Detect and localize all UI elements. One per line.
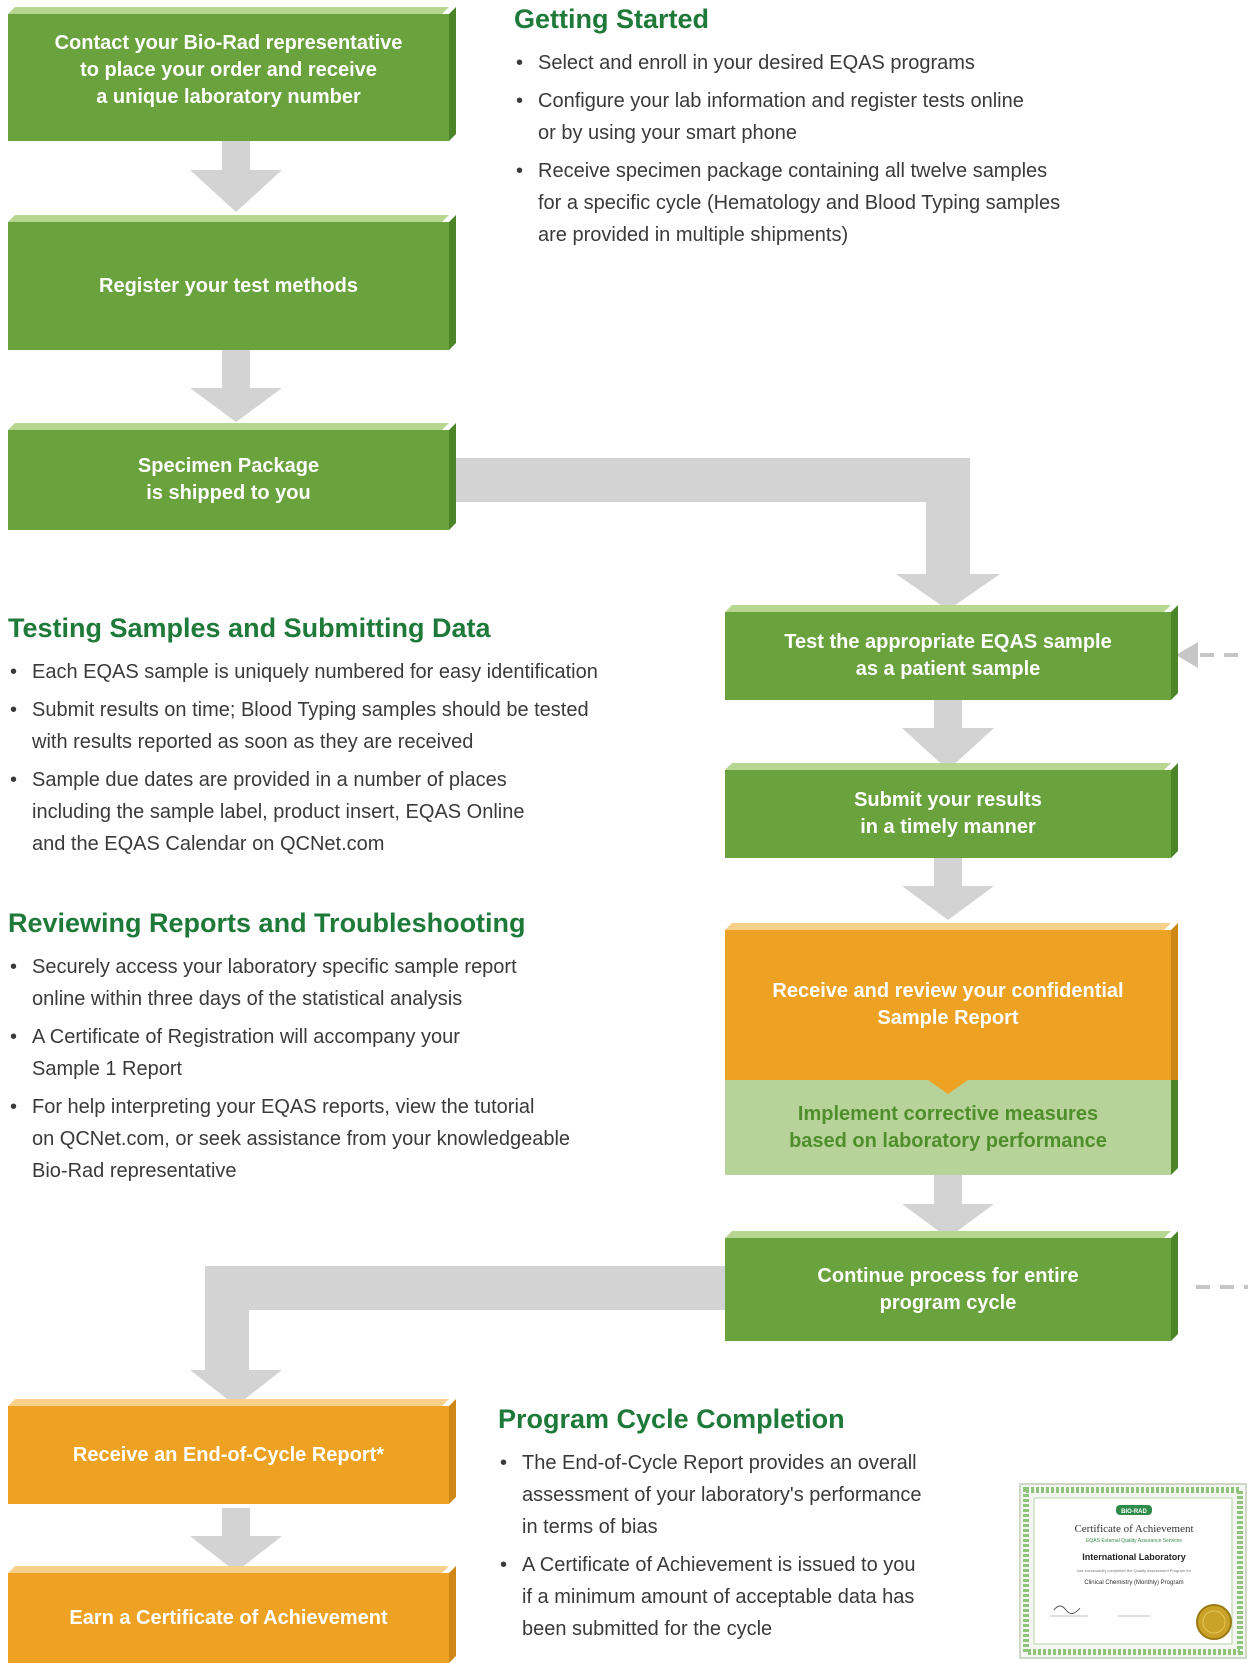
step-review-report: Receive and review your confidential Sam… (725, 923, 1178, 1175)
bullet-list: Select and enroll in your desired EQAS p… (514, 47, 1234, 251)
step-certificate-label: Earn a Certificate of Achievement (69, 1606, 388, 1629)
cert-program: Clinical Chemistry (Monthly) Program (1084, 1580, 1183, 1586)
step-register-label: Register your test methods (99, 274, 358, 297)
step-earn-certificate: Earn a Certificate of Achievement (8, 1573, 449, 1663)
step-end-report-label: Receive an End-of-Cycle Report* (72, 1443, 385, 1466)
loop-arrowhead (1176, 642, 1198, 668)
bullet-list: The End-of-Cycle Report provides an over… (498, 1447, 1018, 1645)
section-reviewing-reports: Reviewing Reports and Troubleshooting Se… (8, 907, 708, 1193)
bullet-list: Each EQAS sample is uniquely numbered fo… (8, 656, 708, 860)
step-register-methods: Register your test methods (8, 222, 449, 350)
list-item: Submit results on time; Blood Typing sam… (8, 694, 708, 758)
elbow-connector-specimen-to-test (455, 458, 1000, 610)
step-test-sample: Test the appropriate EQAS sample as a pa… (725, 612, 1171, 700)
list-item: Configure your lab information and regis… (514, 85, 1234, 149)
step-submit-label: Submit your results in a timely manner (854, 789, 1042, 838)
list-item: A Certificate of Registration will accom… (8, 1021, 708, 1085)
cert-subheading: EQAS External Quality Assurance Services (1086, 1538, 1182, 1544)
step-specimen-label: Specimen Package is shipped to you (137, 455, 320, 504)
list-item: Receive specimen package containing all … (514, 155, 1234, 251)
step-receive-report: Receive and review your confidential Sam… (725, 930, 1171, 1080)
list-item: A Certificate of Achievement is issued t… (498, 1549, 1018, 1645)
list-item: Sample due dates are provided in a numbe… (8, 764, 708, 860)
arrow-down-2 (190, 350, 282, 422)
list-item: The End-of-Cycle Report provides an over… (498, 1447, 1018, 1543)
bullet-list: Securely access your laboratory specific… (8, 951, 708, 1187)
section-program-completion: Program Cycle Completion The End-of-Cycl… (498, 1403, 1018, 1651)
certificate-image: BIO-RAD Certificate of Achievement EQAS … (1019, 1483, 1247, 1659)
arrow-down-6 (190, 1508, 282, 1572)
list-item: Securely access your laboratory specific… (8, 951, 708, 1015)
step-implement-label: Implement corrective measures based on l… (789, 1102, 1107, 1152)
dashed-loop-lines (1196, 653, 1248, 1289)
list-item: Each EQAS sample is uniquely numbered fo… (8, 656, 708, 688)
arrow-down-4 (902, 858, 994, 920)
step-specimen-shipped: Specimen Package is shipped to you (8, 430, 449, 530)
step-test-label: Test the appropriate EQAS sample as a pa… (784, 631, 1112, 680)
cert-badge: BIO-RAD (1121, 1509, 1147, 1515)
step-continue-cycle: Continue process for entire program cycl… (725, 1238, 1171, 1341)
cert-heading: Certificate of Achievement (1074, 1523, 1193, 1535)
list-item: Select and enroll in your desired EQAS p… (514, 47, 1234, 79)
section-title: Program Cycle Completion (498, 1404, 845, 1434)
arrow-down-5 (902, 1175, 994, 1238)
step-continue-label: Continue process for entire program cycl… (817, 1264, 1079, 1314)
step-contact-label: Contact your Bio-Rad representative to p… (54, 32, 403, 108)
section-getting-started: Getting Started Select and enroll in you… (514, 3, 1234, 257)
callout-notch (928, 1080, 968, 1094)
list-item: For help interpreting your EQAS reports,… (8, 1091, 708, 1187)
section-title: Testing Samples and Submitting Data (8, 613, 491, 643)
step-submit-results: Submit your results in a timely manner (725, 770, 1171, 858)
section-testing-samples: Testing Samples and Submitting Data Each… (8, 612, 708, 866)
elbow-connector-continue-to-end (190, 1266, 725, 1406)
step-end-of-cycle-report: Receive an End-of-Cycle Report* (8, 1406, 449, 1504)
section-title: Reviewing Reports and Troubleshooting (8, 908, 526, 938)
cert-line: has successfully completed the Quality A… (1077, 1568, 1191, 1573)
arrow-down-3 (902, 700, 994, 770)
step-contact-representative: Contact your Bio-Rad representative to p… (8, 14, 449, 141)
section-title: Getting Started (514, 4, 710, 34)
step-implement-measures: Implement corrective measures based on l… (725, 1080, 1171, 1175)
arrow-down-1 (190, 140, 282, 212)
cert-lab-name: International Laboratory (1082, 1552, 1186, 1562)
step-receive-label: Receive and review your confidential Sam… (772, 980, 1124, 1029)
